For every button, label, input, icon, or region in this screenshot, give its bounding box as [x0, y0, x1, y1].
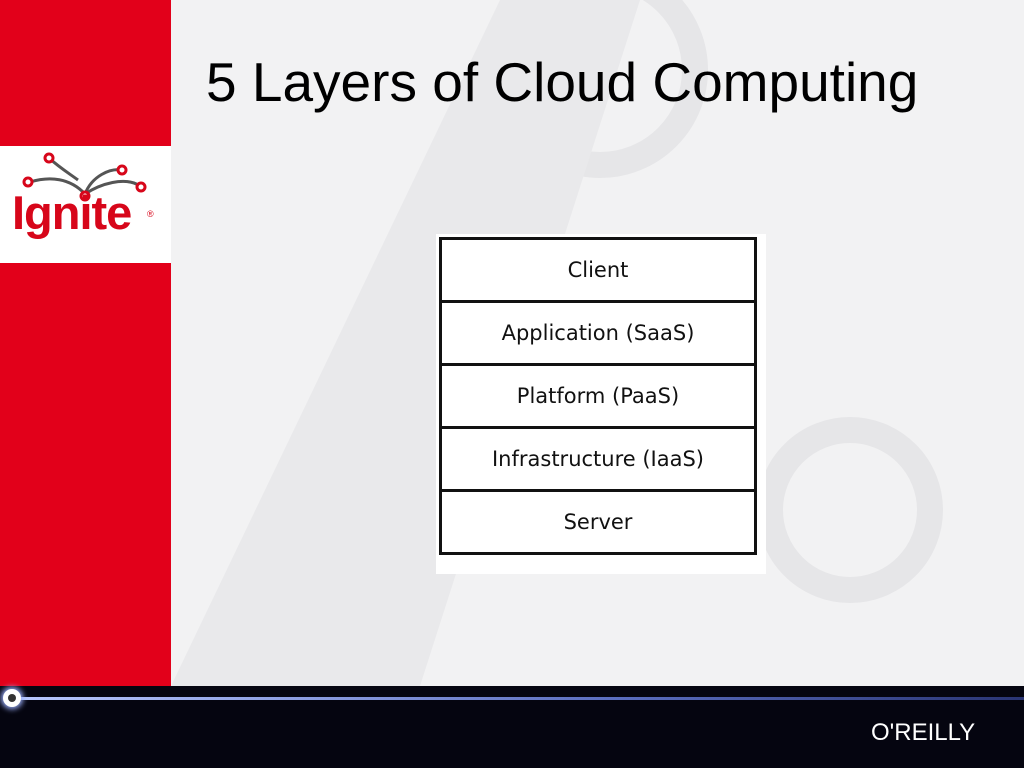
logo-wordmark: Ignite: [12, 186, 132, 239]
ignite-spark-icon: [22, 152, 147, 202]
layer-infrastructure: Infrastructure (IaaS): [442, 429, 754, 492]
slide-title: 5 Layers of Cloud Computing: [206, 51, 919, 113]
ignite-logo: [0, 146, 171, 263]
footer-node-icon: [3, 689, 21, 707]
layer-server: Server: [442, 492, 754, 555]
cloud-layers-diagram: Client Application (SaaS) Platform (PaaS…: [436, 234, 766, 574]
layer-application: Application (SaaS): [442, 303, 754, 366]
layer-stack: Client Application (SaaS) Platform (PaaS…: [439, 237, 757, 555]
layer-platform: Platform (PaaS): [442, 366, 754, 429]
left-red-bar: [0, 0, 171, 686]
logo-registered-mark: ®: [147, 209, 154, 219]
layer-client: Client: [442, 240, 754, 303]
footer-bar: O'REILLY: [0, 686, 1024, 768]
oreilly-logo: O'REILLY: [871, 719, 976, 746]
footer-divider-line: [14, 697, 1024, 700]
